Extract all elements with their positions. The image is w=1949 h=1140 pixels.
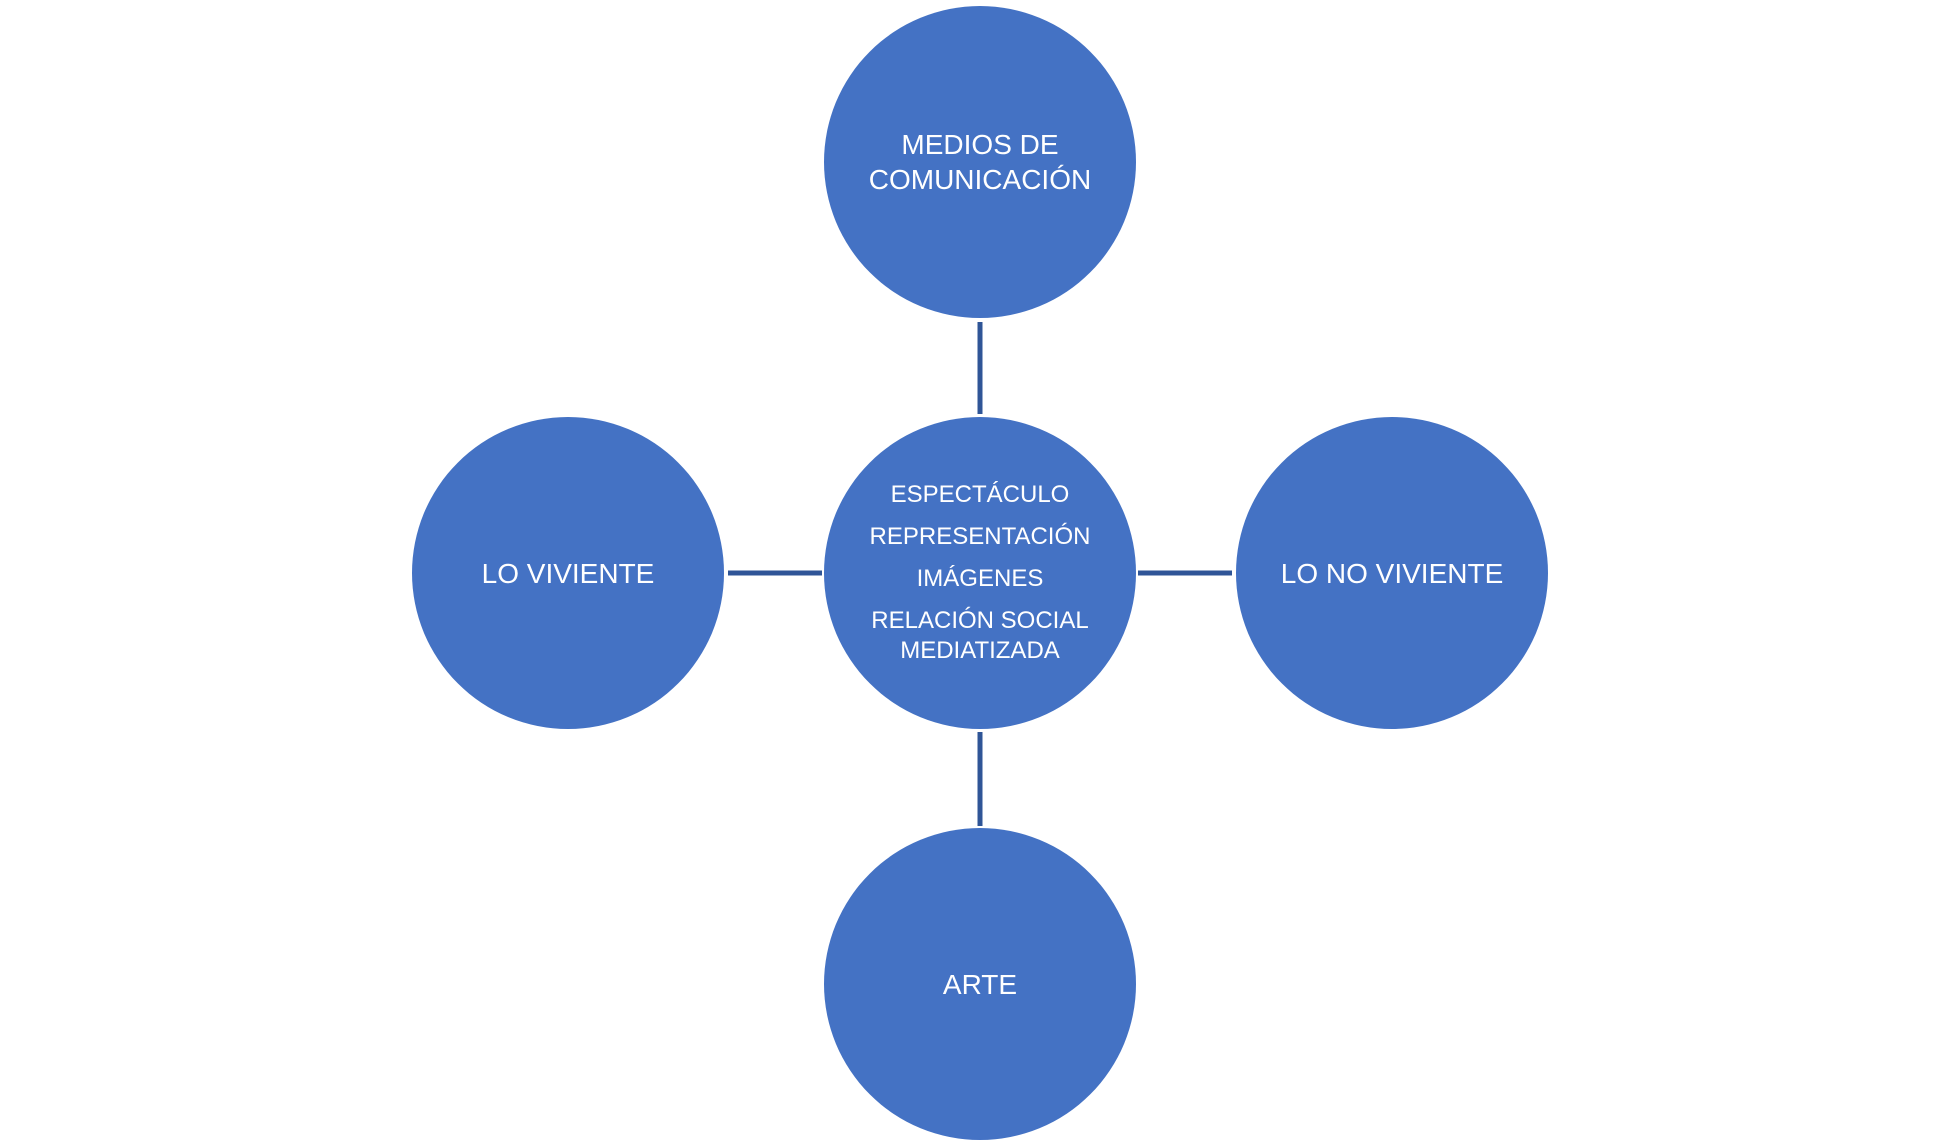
- node-top-label-line1: MEDIOS DE: [901, 129, 1059, 160]
- node-top: MEDIOS DE COMUNICACIÓN: [824, 6, 1136, 318]
- node-top-label-line2: COMUNICACIÓN: [868, 164, 1092, 195]
- node-left: LO VIVIENTE: [412, 417, 724, 729]
- center-line-4: RELACIÓN SOCIAL: [871, 607, 1089, 634]
- center-line-2: REPRESENTACIÓN: [869, 523, 1091, 550]
- node-right-label: LO NO VIVIENTE: [1280, 557, 1504, 589]
- center-line-3: IMÁGENES: [916, 565, 1044, 592]
- node-right: LO NO VIVIENTE: [1236, 417, 1548, 729]
- center-line-5: MEDIATIZADA: [900, 637, 1060, 664]
- node-bottom-label: ARTE: [942, 968, 1018, 1000]
- node-center: ESPECTÁCULO REPRESENTACIÓN IMÁGENES RELA…: [824, 417, 1136, 729]
- center-line-1: ESPECTÁCULO: [890, 481, 1070, 508]
- node-left-label: LO VIVIENTE: [481, 557, 655, 589]
- node-bottom: ARTE: [824, 828, 1136, 1140]
